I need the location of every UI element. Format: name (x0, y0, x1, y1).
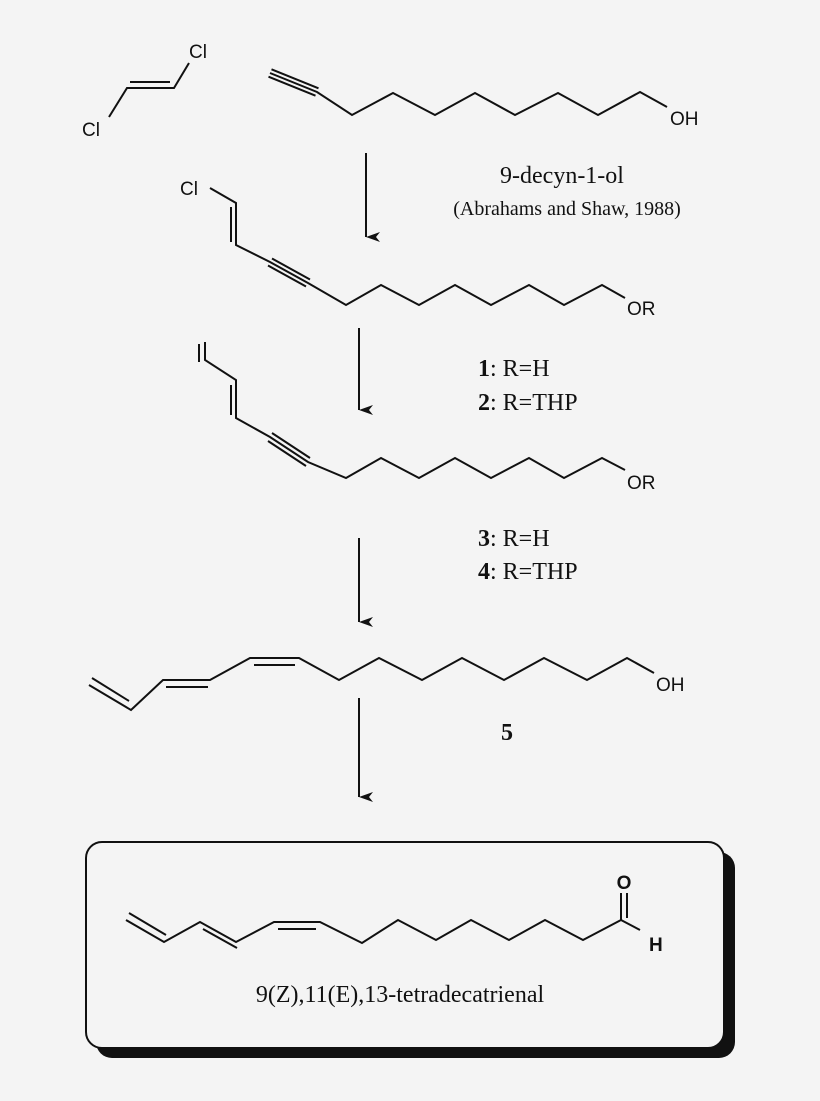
compound-number: 1 (478, 356, 490, 382)
compound-1-label: 1: R=H (478, 356, 550, 382)
dichloroethylene: Cl Cl (82, 42, 207, 141)
compound-number: 4 (478, 559, 490, 585)
compound-2-label: 2: R=THP (478, 390, 578, 416)
hydroxyl-label: OH (656, 675, 685, 696)
literature-reference: (Abrahams and Shaw, 1988) (453, 198, 681, 220)
compound-1-2-structure: Cl OR (180, 179, 656, 320)
product-structure: O H (125, 873, 663, 956)
compound-r-group: : R=H (490, 356, 550, 382)
decynol-structure: OH (268, 68, 699, 130)
chlorine-label: Cl (82, 120, 100, 141)
product-box (85, 841, 735, 1058)
compound-3-4-structure: OR (198, 342, 656, 494)
compound-r-group: : R=THP (490, 559, 578, 585)
oxygen-label: O (617, 873, 632, 894)
compound-5-label: 5 (501, 720, 513, 746)
compound-number: 2 (478, 390, 490, 416)
chlorine-label: Cl (180, 179, 198, 200)
ether-label: OR (627, 473, 656, 494)
compound-5-structure: OH (88, 656, 685, 712)
compound-3-label: 3: R=H (478, 526, 550, 552)
compound-4-label: 4: R=THP (478, 559, 578, 585)
compound-number: 3 (478, 526, 490, 552)
compound-r-group: : R=THP (490, 390, 578, 416)
hydrogen-label: H (649, 935, 663, 956)
hydroxyl-label: OH (670, 109, 699, 130)
starting-material-name: 9-decyn-1-ol (500, 163, 624, 189)
chlorine-label: Cl (189, 42, 207, 63)
compound-r-group: : R=H (490, 526, 550, 552)
ether-label: OR (627, 299, 656, 320)
product-name: 9(Z),11(E),13-tetradecatrienal (256, 982, 545, 1008)
